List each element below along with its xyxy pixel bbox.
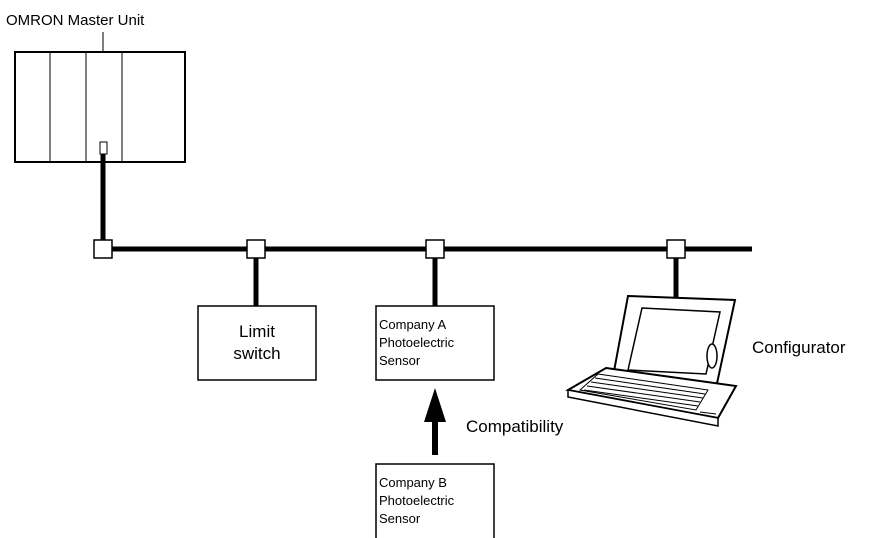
keyboard-row [590,381,704,399]
laptop-side-detail [699,411,717,415]
t-branch-connector [425,239,445,259]
compatibility-label: Compatibility [466,417,564,436]
compatibility-arrow-head [424,388,446,422]
limit-switch[interactable]: Limit switch [197,305,317,381]
company-a-label-line2: Photoelectric [379,335,455,350]
company-b-sensor[interactable]: Company B Photoelectric Sensor [375,463,495,538]
laptop-base-front [567,389,719,427]
t-branch-connector [666,239,686,259]
company-a-label-line1: Company A [379,317,447,332]
company-a-sensor-box [375,305,495,381]
limit-switch-label-line2: switch [233,344,280,363]
master-unit-connector [99,141,108,155]
master-unit-rack [14,51,186,163]
laptop-screen [627,307,721,375]
master-unit[interactable] [14,51,186,163]
compatibility-arrow [424,388,446,455]
company-b-sensor-box [375,463,495,538]
laptop-keyboard [578,373,709,411]
master-unit-label: OMRON Master Unit [6,12,145,29]
t-branch-connector [246,239,266,259]
configurator-laptop-icon[interactable] [565,294,738,427]
limit-switch-box [197,305,317,381]
company-b-label-line3: Sensor [379,511,421,526]
configurator-label: Configurator [752,338,846,357]
company-a-label-line3: Sensor [379,353,421,368]
keyboard-row [586,385,701,403]
company-b-label-line2: Photoelectric [379,493,455,508]
keyboard-row [594,377,706,395]
company-a-sensor[interactable]: Company A Photoelectric Sensor [375,305,495,381]
t-branch-connector [93,239,113,259]
limit-switch-label-line1: Limit [239,322,275,341]
laptop-hinge [706,343,718,369]
keyboard-row [583,389,699,407]
company-b-label-line1: Company B [379,475,447,490]
